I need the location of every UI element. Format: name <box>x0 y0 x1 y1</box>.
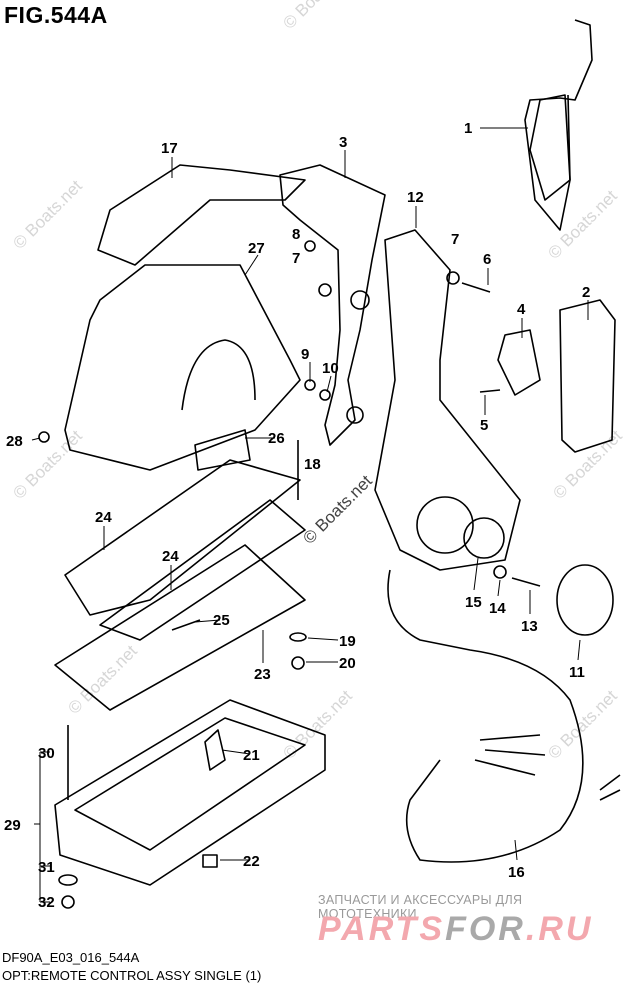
watermark: © Boats.net <box>279 0 356 33</box>
figure-caption: OPT:REMOTE CONTROL ASSY SINGLE (1) <box>2 968 262 983</box>
callout-8: 8 <box>292 226 300 243</box>
callout-24: 24 <box>162 548 179 565</box>
callout-32: 32 <box>38 894 55 911</box>
callout-5: 5 <box>480 417 488 434</box>
callout-30: 30 <box>38 745 55 762</box>
vendor-tagline: ЗАПЧАСТИ И АКСЕССУАРЫ ДЛЯ МОТОТЕХНИКИ <box>318 893 523 921</box>
callout-31: 31 <box>38 859 55 876</box>
callout-9: 9 <box>301 346 309 363</box>
callout-14: 14 <box>489 600 506 617</box>
callout-11: 11 <box>569 664 585 681</box>
watermark: © Boats.net <box>9 176 86 253</box>
logo-part: FOR <box>445 910 526 948</box>
callout-12: 12 <box>407 189 424 206</box>
callout-labels: 1 2 3 4 5 6 7 7 8 9 10 11 12 13 14 15 16… <box>4 120 590 911</box>
part-outlines <box>38 19 621 909</box>
logo-part: PARTS <box>318 910 446 948</box>
callout-21: 21 <box>243 747 260 764</box>
callout-16: 16 <box>508 864 525 881</box>
callout-4: 4 <box>517 301 526 318</box>
callout-6: 6 <box>483 251 491 268</box>
callout-28: 28 <box>6 433 23 450</box>
watermark: © Boats.net <box>299 471 376 548</box>
figure-code: DF90A_E03_016_544A <box>2 950 140 965</box>
callout-10: 10 <box>322 360 339 377</box>
callout-19: 19 <box>339 633 356 650</box>
callout-7: 7 <box>292 250 300 267</box>
callout-15: 15 <box>465 594 482 611</box>
callout-7: 7 <box>451 231 459 248</box>
callout-27: 27 <box>248 240 265 257</box>
callout-25: 25 <box>213 612 230 629</box>
callout-3: 3 <box>339 134 347 151</box>
callout-1: 1 <box>464 120 472 137</box>
vendor-logo: PARTSFOR.RU <box>318 912 593 946</box>
callout-18: 18 <box>304 456 321 473</box>
callout-13: 13 <box>521 618 538 635</box>
leader-lines <box>31 127 589 903</box>
callout-22: 22 <box>243 853 260 870</box>
callout-26: 26 <box>268 430 285 447</box>
callout-23: 23 <box>254 666 271 683</box>
callout-24: 24 <box>95 509 112 526</box>
callout-2: 2 <box>582 284 590 301</box>
watermarks: © Boats.net © Boats.net © Boats.net © Bo… <box>9 0 624 763</box>
watermark: © Boats.net <box>279 686 356 763</box>
callout-17: 17 <box>161 140 178 157</box>
callout-29: 29 <box>4 817 21 834</box>
callout-20: 20 <box>339 655 356 672</box>
figure-title: FIG.544A <box>4 2 108 28</box>
logo-part: .RU <box>525 910 594 948</box>
